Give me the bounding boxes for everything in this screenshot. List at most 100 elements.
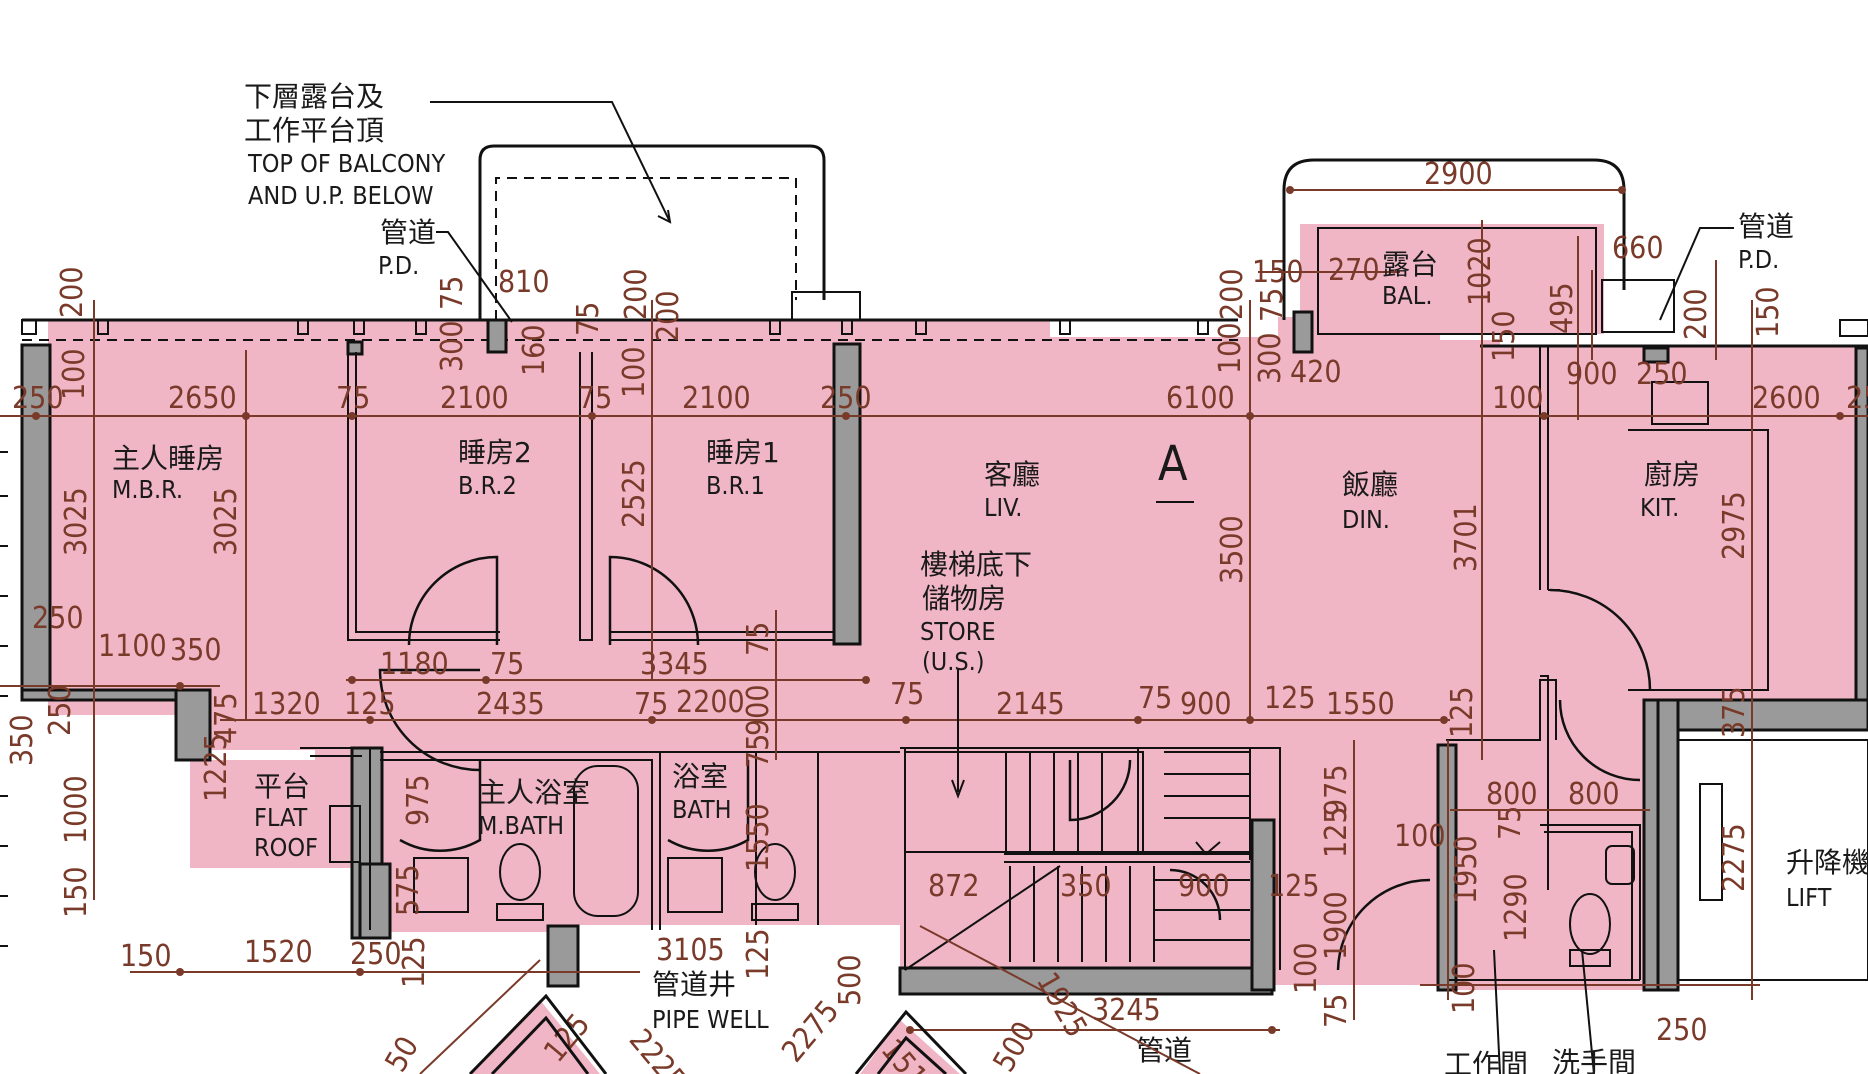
label-flatroof-en2: ROOF bbox=[254, 833, 318, 862]
dim-text: 200 bbox=[55, 266, 90, 318]
dim-text: 500 bbox=[833, 954, 868, 1006]
leader-lines bbox=[430, 101, 1734, 1074]
shower-tray-bath bbox=[667, 857, 723, 913]
label-mbath-en: M.BATH bbox=[478, 811, 564, 840]
dim-text: 900 bbox=[1180, 687, 1232, 722]
dim-text: 475 bbox=[209, 692, 244, 744]
dim-text: 100 bbox=[1394, 819, 1446, 854]
dim-text: 75 bbox=[741, 734, 776, 768]
toilet-lav bbox=[1569, 893, 1611, 955]
label-kit-en: KIT. bbox=[1640, 493, 1679, 522]
dim-text: 900 bbox=[741, 684, 776, 736]
door-bath bbox=[667, 760, 750, 852]
wall-lift bbox=[1646, 698, 1868, 732]
label-liv-zh: 客廳 bbox=[984, 458, 1040, 491]
door-br1 bbox=[608, 555, 700, 646]
label-store-en2: (U.S.) bbox=[922, 647, 985, 676]
dim-text: 250 bbox=[350, 937, 402, 972]
label-pipewell-zh: 管道井 bbox=[652, 968, 736, 1001]
label-br1-en: B.R.1 bbox=[706, 471, 765, 500]
dim-text: 250 bbox=[43, 684, 78, 736]
dim-text: 75 bbox=[571, 302, 606, 336]
dim-text: 250 bbox=[1656, 1013, 1708, 1048]
label-balcony-below-zh2: 工作平台頂 bbox=[244, 114, 384, 147]
dim-text: 575 bbox=[391, 864, 426, 916]
label-pd-left-zh: 管道 bbox=[380, 216, 436, 249]
dim-text: 375 bbox=[1717, 686, 1752, 738]
dim-text: 800 bbox=[1486, 777, 1538, 812]
label-store-en1: STORE bbox=[920, 617, 996, 646]
label-flatroof-zh: 平台 bbox=[254, 770, 310, 803]
label-br1-zh: 睡房1 bbox=[706, 436, 780, 469]
dim-text: 250 bbox=[1636, 357, 1688, 392]
dim-text: 1320 bbox=[252, 687, 321, 722]
dim-text: 75 bbox=[1319, 994, 1354, 1028]
room-fills bbox=[22, 224, 1868, 1074]
dim-text: 50 bbox=[379, 1031, 426, 1074]
doors bbox=[378, 555, 1652, 971]
dim-text: 975 bbox=[401, 774, 436, 826]
dimension-lines bbox=[0, 189, 1868, 1031]
dim-text: 125 bbox=[1445, 686, 1480, 738]
label-balcony-below-en1: TOP OF BALCONY bbox=[247, 149, 445, 178]
dim-text: 270 bbox=[1328, 253, 1380, 288]
main-area-fill bbox=[22, 317, 1868, 990]
dim-text: 75 bbox=[336, 381, 370, 416]
balcony-fill bbox=[1300, 224, 1604, 334]
door-mbr bbox=[378, 668, 481, 772]
dim-text: 2900 bbox=[1424, 157, 1493, 192]
label-pd-right-en: P.D. bbox=[1738, 245, 1779, 274]
dim-text: 2200 bbox=[676, 685, 745, 720]
dim-text: 1550 bbox=[741, 803, 776, 872]
dim-text: 975 bbox=[1319, 764, 1354, 816]
label-lift-en: LIFT bbox=[1786, 883, 1832, 912]
dim-text: 250 bbox=[32, 601, 84, 636]
dim-text: 2650 bbox=[168, 381, 237, 416]
dim-text: 150 bbox=[1751, 286, 1786, 338]
dim-text: 660 bbox=[1612, 231, 1664, 266]
door-lav bbox=[1336, 878, 1431, 971]
dim-text: 1520 bbox=[244, 935, 313, 970]
label-kit-zh: 廚房 bbox=[1644, 458, 1700, 491]
dim-text: 2525 bbox=[617, 459, 652, 528]
dim-text: 350 bbox=[1060, 869, 1112, 904]
door-utility bbox=[1558, 699, 1641, 782]
door-mbath bbox=[399, 760, 482, 852]
label-mbr-zh: 主人睡房 bbox=[112, 442, 224, 475]
label-br2-en: B.R.2 bbox=[458, 471, 517, 500]
label-bath-zh: 浴室 bbox=[672, 760, 728, 793]
pipe-well-outline bbox=[419, 925, 1201, 1074]
door-stair bbox=[1169, 868, 1222, 921]
dim-text: 100 bbox=[1492, 381, 1544, 416]
balcony-below-outline bbox=[478, 144, 1626, 321]
dim-text: 150 bbox=[1487, 310, 1522, 362]
label-pd-left-en: P.D. bbox=[378, 251, 419, 280]
dim-text: 1100 bbox=[98, 629, 167, 664]
dim-text: 3500 bbox=[1215, 515, 1250, 584]
dim-text: 800 bbox=[1568, 777, 1620, 812]
label-br2-zh: 睡房2 bbox=[458, 436, 532, 469]
dim-text: 6100 bbox=[1166, 381, 1235, 416]
dim-text: 125 bbox=[344, 687, 396, 722]
dim-text: 495 bbox=[1545, 282, 1580, 334]
label-lavatory-zh: 洗手間 bbox=[1552, 1046, 1636, 1074]
label-lift-zh: 升降機 bbox=[1786, 846, 1868, 879]
dim-text: 150 bbox=[59, 866, 94, 918]
toilet-bath bbox=[754, 843, 796, 901]
label-utility-zh: 工作間 bbox=[1444, 1048, 1528, 1074]
dim-text: 3105 bbox=[656, 933, 725, 968]
dim-text: 100 bbox=[1213, 322, 1248, 374]
dim-text: 100 bbox=[1447, 962, 1482, 1014]
label-flatroof-en1: FLAT bbox=[254, 803, 307, 832]
dim-text: 100 bbox=[57, 348, 92, 400]
dim-text: 3701 bbox=[1449, 503, 1484, 572]
dim-text: 75 bbox=[490, 647, 524, 682]
dim-text: 250 bbox=[820, 381, 872, 416]
door-kitchen bbox=[1549, 588, 1652, 691]
label-pipewell-en: PIPE WELL bbox=[652, 1005, 769, 1034]
dim-text: 900 bbox=[1178, 869, 1230, 904]
unit-mark: A bbox=[1158, 436, 1188, 492]
dim-text: 300 bbox=[435, 320, 470, 372]
dim-text: 2600 bbox=[1752, 381, 1821, 416]
